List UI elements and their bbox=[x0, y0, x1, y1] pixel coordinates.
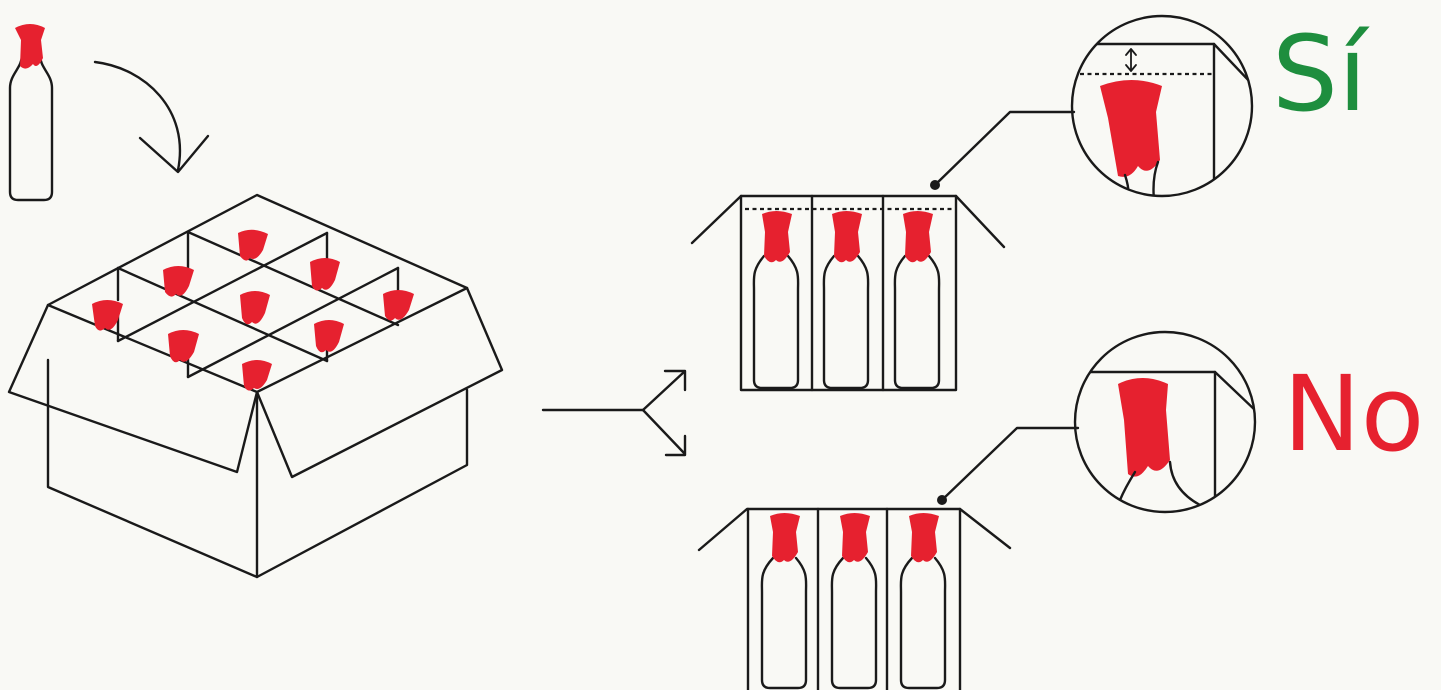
magnifier-circle-no bbox=[1073, 330, 1257, 514]
incorrect-packing-illustration bbox=[697, 426, 1080, 690]
double-arrow-icon bbox=[1125, 48, 1137, 72]
correct-packing-illustration bbox=[690, 110, 1076, 392]
fork-arrow-icon bbox=[541, 369, 687, 457]
loose-bottle-icon bbox=[8, 24, 54, 202]
label-no: No bbox=[1283, 353, 1425, 475]
curved-arrow-icon bbox=[93, 60, 210, 174]
magnifier-circle-yes bbox=[1070, 14, 1254, 198]
label-yes: Sí bbox=[1272, 13, 1367, 135]
box-bottle-caps bbox=[92, 229, 414, 391]
